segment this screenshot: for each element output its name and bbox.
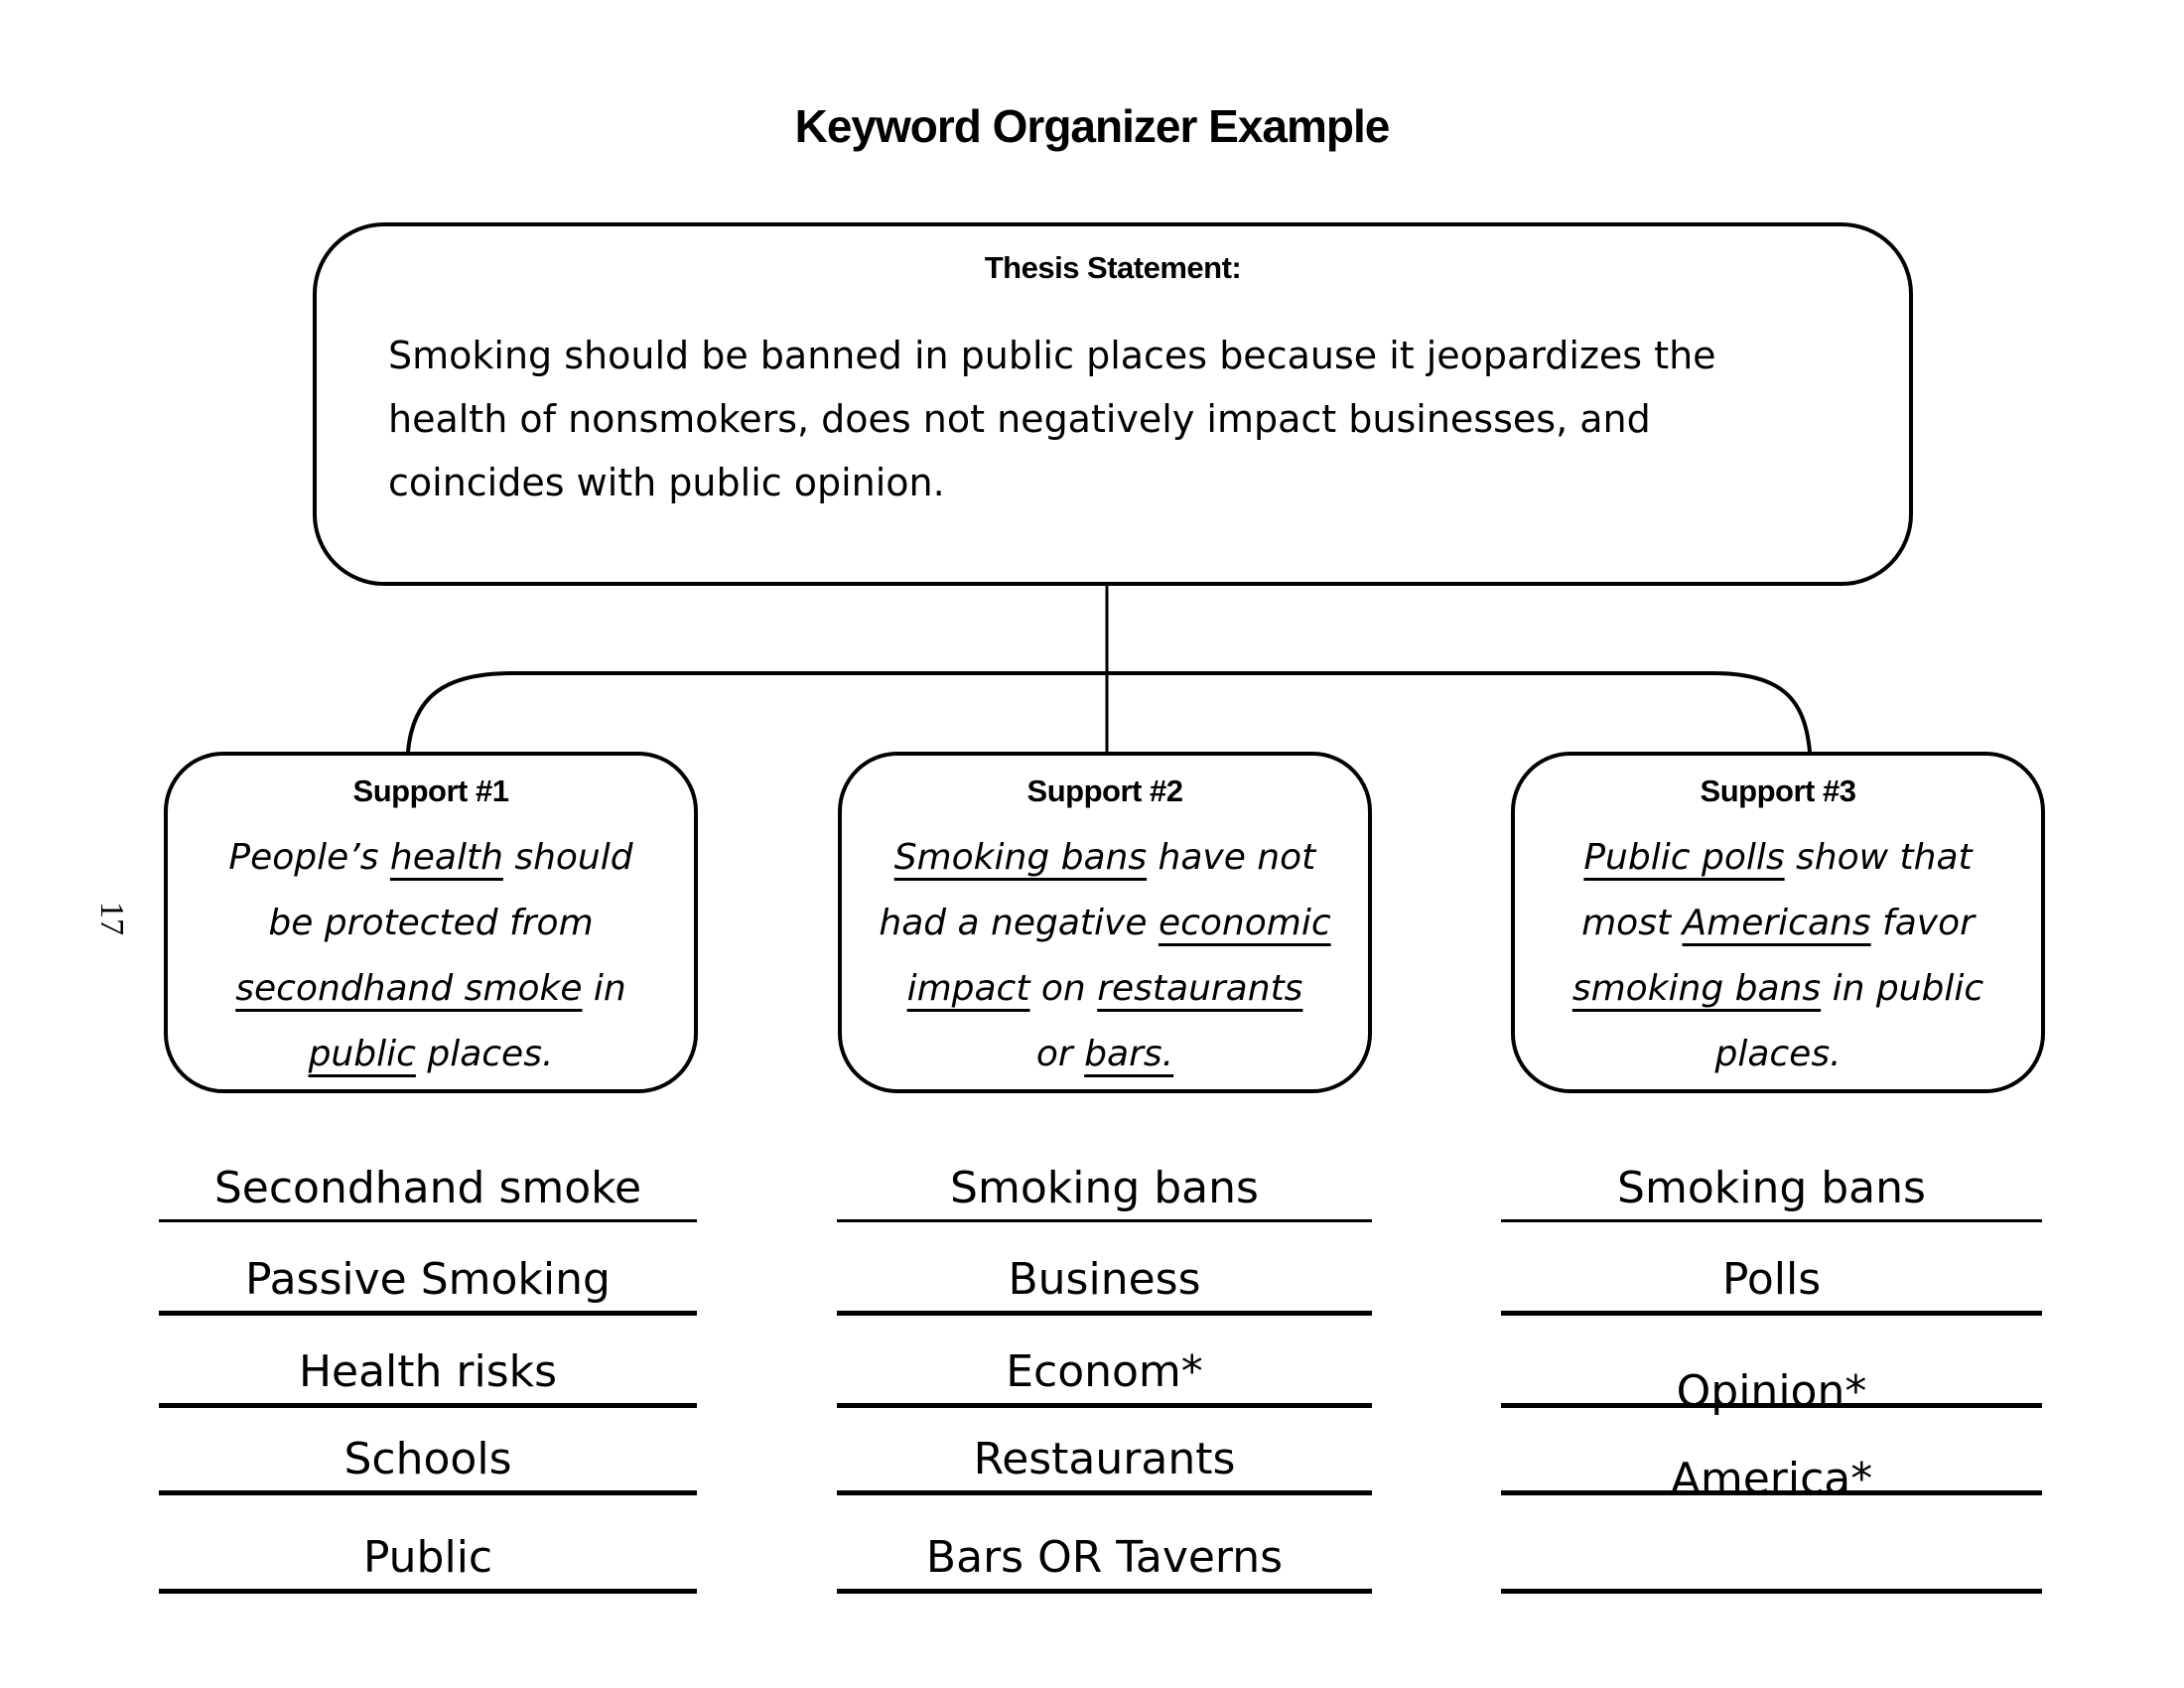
underlined-keyword: restaurants xyxy=(1097,968,1303,1009)
page-title: Keyword Organizer Example xyxy=(794,100,1391,152)
keyword-line: Smoking bans xyxy=(1501,1140,2042,1222)
thesis-line: health of nonsmokers, does not negativel… xyxy=(388,397,1651,441)
underlined-keyword: Smoking bans xyxy=(893,837,1148,878)
underlined-keyword: secondhand smoke xyxy=(235,968,583,1009)
thesis-box: Thesis Statement: Smoking should be bann… xyxy=(313,222,1913,586)
support-2-header: Support #2 xyxy=(1026,774,1183,808)
keyword-line: Schools xyxy=(159,1411,697,1495)
keyword-text: Passive Smoking xyxy=(245,1254,611,1305)
support-box-2: Support #2 Smoking bans have not had a n… xyxy=(838,752,1372,1093)
underlined-keyword: Americans xyxy=(1682,903,1871,943)
text-segment: had a negative xyxy=(879,903,1159,943)
underlined-keyword: smoking bans xyxy=(1571,968,1822,1009)
text-segment: favor xyxy=(1870,903,1975,943)
keyword-text: Smoking bans xyxy=(950,1163,1259,1213)
support-text-line: most Americans favor xyxy=(1515,891,2041,956)
text-segment: places. xyxy=(415,1034,554,1074)
keyword-line: Health risks xyxy=(159,1324,697,1408)
support-text-line: places. xyxy=(1515,1022,2041,1087)
keyword-line: Public xyxy=(159,1509,697,1594)
keyword-line: Smoking bans xyxy=(837,1140,1372,1222)
thesis-line: coincides with public opinion. xyxy=(388,461,945,504)
support-1-header: Support #1 xyxy=(352,774,509,808)
keyword-text: Polls xyxy=(1721,1254,1822,1305)
support-text-line: be protected from xyxy=(168,891,694,956)
keyword-line: Polls xyxy=(1501,1231,2042,1316)
keyword-text: America* xyxy=(1670,1454,1873,1504)
support-3-text: Public polls show that most Americans fa… xyxy=(1515,825,2041,1087)
keyword-line: Secondhand smoke xyxy=(159,1140,697,1222)
keyword-line: Restaurants xyxy=(837,1411,1372,1495)
thesis-header: Thesis Statement: xyxy=(984,250,1242,285)
text-segment: most xyxy=(1581,903,1683,943)
text-segment: in public xyxy=(1821,968,1984,1009)
keyword-text: Restaurants xyxy=(973,1434,1236,1484)
text-segment: on xyxy=(1029,968,1098,1009)
keyword-line: America* xyxy=(1501,1411,2042,1504)
underlined-keyword: public xyxy=(308,1034,416,1074)
thesis-line: Smoking should be banned in public place… xyxy=(388,334,1716,377)
text-segment: or xyxy=(1035,1034,1085,1074)
text-segment: should xyxy=(502,837,633,878)
page-number: 17 xyxy=(93,902,130,935)
support-2-text: Smoking bans have not had a negative eco… xyxy=(842,825,1368,1087)
keyword-text: Secondhand smoke xyxy=(213,1163,642,1213)
support-text-line: People’s health should xyxy=(168,825,694,891)
underlined-keyword: impact xyxy=(906,968,1030,1009)
support-3-header: Support #3 xyxy=(1700,774,1856,808)
keyword-text: Schools xyxy=(343,1434,512,1484)
text-segment: show that xyxy=(1784,837,1973,878)
support-text-line: or bars. xyxy=(842,1022,1368,1087)
keyword-line: Business xyxy=(837,1231,1372,1316)
keyword-line: Opinion* xyxy=(1501,1324,2042,1417)
underlined-keyword: health xyxy=(389,837,503,878)
text-segment: People’s xyxy=(228,837,390,878)
keyword-line: Econom* xyxy=(837,1324,1372,1408)
keyword-text: Opinion* xyxy=(1676,1366,1867,1417)
thesis-text: Smoking should be banned in public place… xyxy=(317,324,1909,514)
branch-bracket-connector xyxy=(406,671,1812,753)
keyword-text: Business xyxy=(1008,1254,1201,1305)
keyword-text: Econom* xyxy=(1006,1346,1203,1397)
support-text-line: smoking bans in public xyxy=(1515,956,2041,1022)
keyword-text: Public xyxy=(362,1532,493,1583)
keyword-text: Smoking bans xyxy=(1617,1163,1926,1213)
support-text-line: had a negative economic xyxy=(842,891,1368,956)
underlined-keyword: Public polls xyxy=(1583,837,1785,878)
text-segment: be protected from xyxy=(268,903,594,943)
text-segment: have not xyxy=(1147,837,1316,878)
keyword-line: Bars OR Taverns xyxy=(837,1509,1372,1594)
text-segment: places. xyxy=(1714,1034,1842,1074)
support-1-text: People’s health should be protected from… xyxy=(168,825,694,1087)
underlined-keyword: economic xyxy=(1158,903,1331,943)
support-box-1: Support #1 People’s health should be pro… xyxy=(164,752,698,1093)
keyword-line: Passive Smoking xyxy=(159,1231,697,1316)
underlined-keyword: bars. xyxy=(1084,1034,1174,1074)
keyword-text: Health risks xyxy=(298,1346,558,1397)
keyword-text: Bars OR Taverns xyxy=(925,1532,1284,1583)
keyword-line xyxy=(1501,1509,2042,1594)
support-text-line: Public polls show that xyxy=(1515,825,2041,891)
text-segment: in xyxy=(582,968,626,1009)
support-text-line: impact on restaurants xyxy=(842,956,1368,1022)
support-text-line: secondhand smoke in xyxy=(168,956,694,1022)
support-text-line: public places. xyxy=(168,1022,694,1087)
support-box-3: Support #3 Public polls show that most A… xyxy=(1511,752,2045,1093)
support-text-line: Smoking bans have not xyxy=(842,825,1368,891)
